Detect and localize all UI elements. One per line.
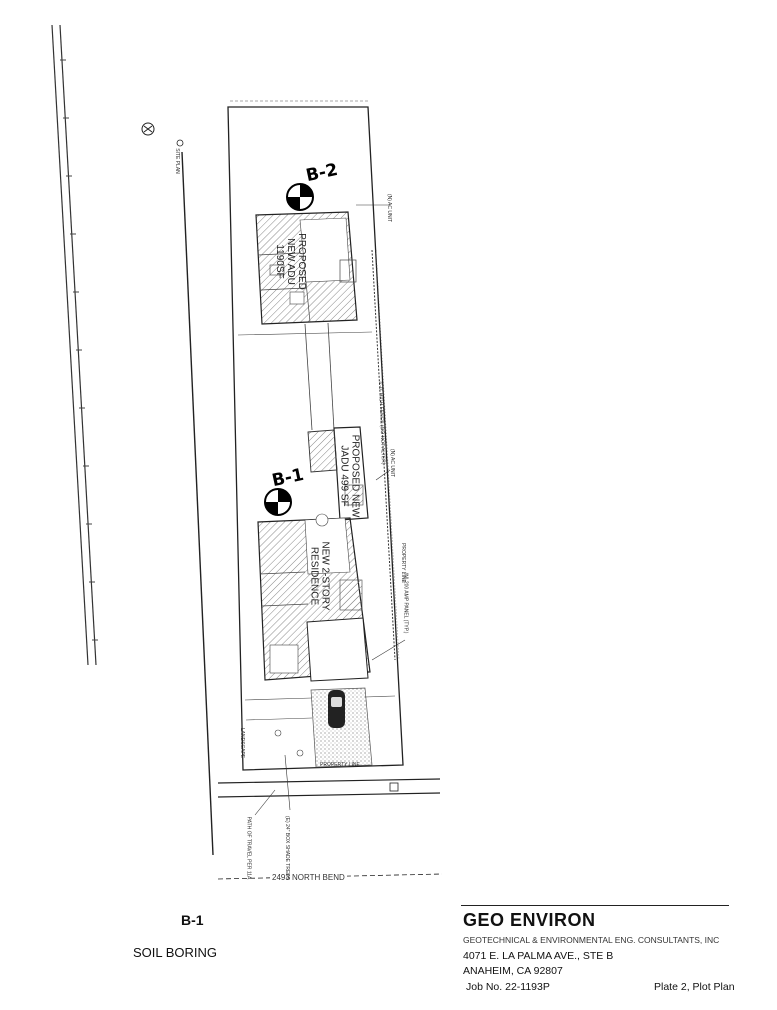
margin-ticks [60,59,98,641]
leader-lines [254,204,406,816]
boring-marker-b1 [264,488,292,516]
job-number: Job No. 22-1193P [466,981,550,993]
note-ac2: (N) AC UNIT [389,448,396,478]
legend-label: SOIL BORING [133,945,218,960]
title-block-rule [461,905,729,906]
note-pl-right: PROPERTY LINE [399,543,406,583]
note-ac1: (N) AC UNIT [386,193,393,223]
legend-code: B-1 [181,912,204,928]
front-yard [244,695,396,757]
adu-label-line3: 1190SF [273,244,285,279]
adu-label: PROPOSED NEW ADU 1190SF [274,233,307,290]
residence-label: NEW 2-STORY RESIDENCE [309,541,331,610]
plate-label: Plate 2, Plot Plan [654,981,735,993]
property-outline [227,106,404,771]
street-edge [217,778,443,880]
company-name: GEO ENVIRON [463,910,596,930]
adu-label-line2: NEW ADU [284,238,296,285]
fence-line-inner [375,249,400,661]
jadu-label-line2: JADU 499 SF [338,445,350,507]
company-subtitle: GEOTECHNICAL & ENVIRONMENTAL ENG. CONSUL… [463,935,720,945]
residence-label-line2: RESIDENCE [308,546,320,606]
fence-line [371,249,396,661]
adu-building [255,211,358,325]
jadu-building [307,426,369,521]
margin-rule [51,24,97,666]
residence-building [257,513,371,682]
section-marker [176,139,184,147]
sheet-label: SITE PLAN [173,148,180,174]
street-name: 2493 NORTH BEND [270,873,347,882]
jadu-label-line1: PROPOSED NEW [349,434,361,518]
address-line-1: 4071 E. LA PALMA AVE., STE B [463,950,614,962]
residence-label-line1: NEW 2-STORY [319,541,331,611]
address-line-2: ANAHEIM, CA 92807 [463,965,563,977]
adu-label-line1: PROPOSED [295,233,307,290]
sidewalk-line [181,151,214,856]
property-line-label: PROPERTY LINE [320,762,360,768]
note-landscape: LANDSCAPE [239,727,246,759]
north-arrow-icon [141,122,155,136]
boring-marker-b2 [286,183,314,211]
car-icon [328,690,345,728]
driveway [310,687,373,768]
jadu-label: PROPOSED NEW JADU 499 SF [338,435,360,518]
walkway [237,322,373,431]
note-path: PATH OF TRAVEL PER 11A [245,816,252,880]
note-trees: (E) 24" BOX SHADE TREES [283,816,290,880]
